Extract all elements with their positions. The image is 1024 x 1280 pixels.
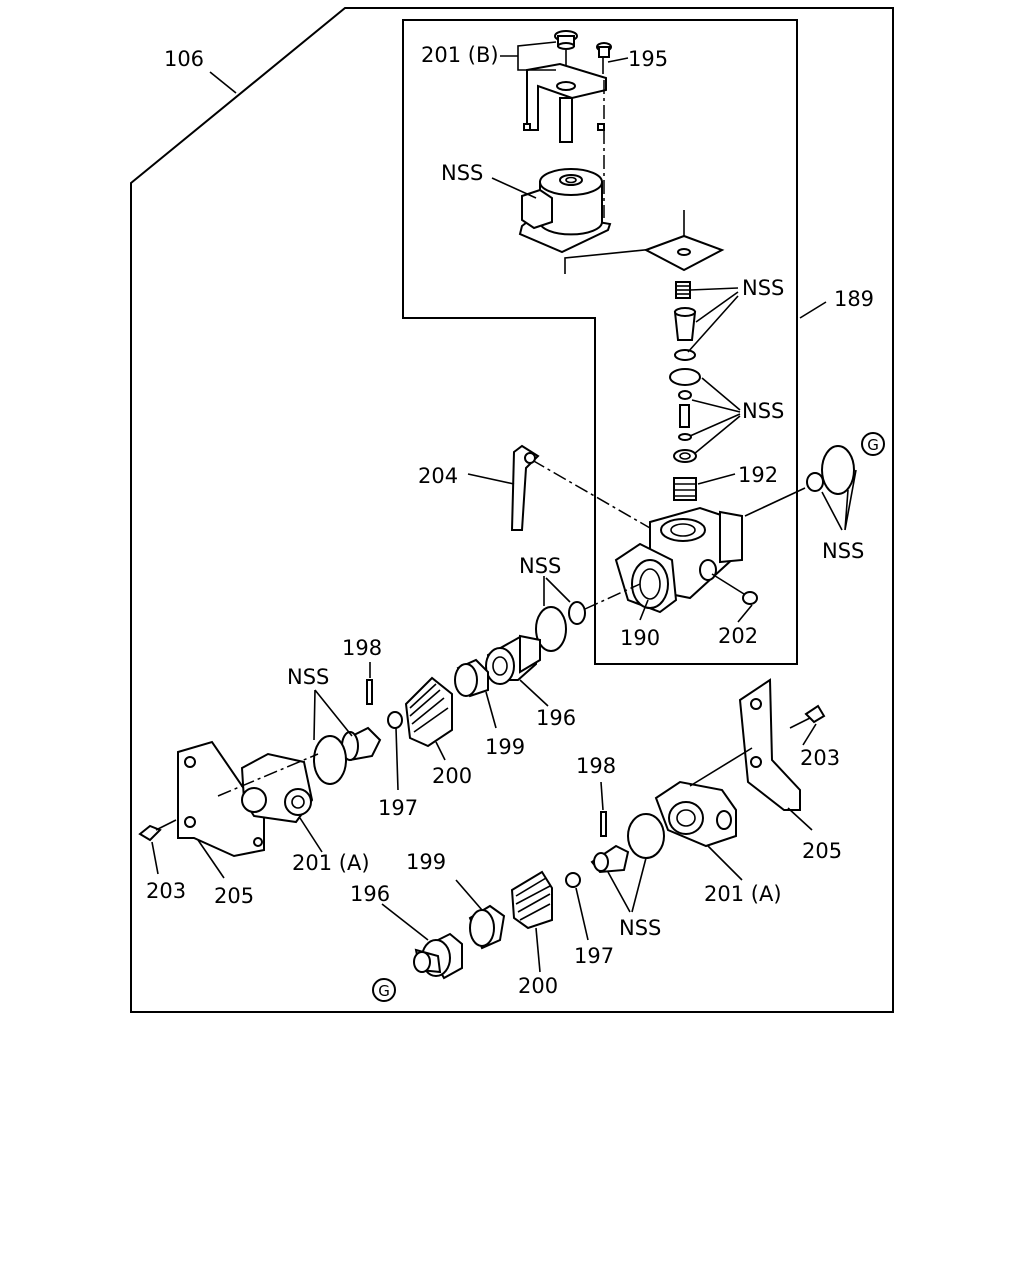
upper-shaft-part-group <box>313 634 541 785</box>
callout-190: 190 <box>620 626 660 650</box>
valve-stack-part-group <box>643 234 725 501</box>
callout-195: 195 <box>628 47 668 71</box>
callout-201b: 201 (B) <box>421 43 499 67</box>
callout-198-lower: 198 <box>576 754 616 778</box>
callout-200-lower: 200 <box>518 974 558 998</box>
outer-assembly-frame <box>130 7 894 1013</box>
lever-part <box>510 444 540 531</box>
callout-204: 204 <box>418 464 458 488</box>
connection-marker <box>861 432 885 456</box>
callout-199-lower: 199 <box>406 850 446 874</box>
oring-part <box>821 445 855 495</box>
callout-202: 202 <box>718 624 758 648</box>
callout-198-upper: 198 <box>342 636 382 660</box>
frame-label-outer: 106 <box>164 47 204 71</box>
valve-body-part-group <box>531 459 806 614</box>
callout-nss-upper: NSS <box>742 276 784 300</box>
callout-196-lower: 196 <box>350 882 390 906</box>
callout-nss-right: NSS <box>822 539 864 563</box>
callout-nss-solenoid: NSS <box>441 161 483 185</box>
connection-marker <box>372 978 396 1002</box>
callout-192: 192 <box>738 463 778 487</box>
callout-197-lower: 197 <box>574 944 614 968</box>
callout-nss-lower: NSS <box>619 916 661 940</box>
connection-marker-label: G <box>867 436 879 454</box>
callout-nss-oring: NSS <box>519 554 561 578</box>
inner-assembly-frame <box>402 19 798 665</box>
oring-part <box>806 472 824 492</box>
callout-201a-right: 201 (A) <box>704 882 782 906</box>
callout-203-left: 203 <box>146 879 186 903</box>
callout-197-upper: 197 <box>378 796 418 820</box>
right-housing-part-group <box>654 678 826 848</box>
callout-nss-middle: NSS <box>742 399 784 423</box>
callout-205-left: 205 <box>214 884 254 908</box>
callout-200-upper: 200 <box>432 764 472 788</box>
left-housing-part-group <box>138 740 319 858</box>
callout-205-right: 205 <box>802 839 842 863</box>
lower-shaft-part-group <box>413 811 665 980</box>
callout-196-upper: 196 <box>536 706 576 730</box>
callout-203-right: 203 <box>800 746 840 770</box>
callout-201a-left: 201 (A) <box>292 851 370 875</box>
callout-199-upper: 199 <box>485 735 525 759</box>
connection-marker-label: G <box>378 982 390 1000</box>
leader-lines <box>151 41 857 973</box>
callout-nss-left: NSS <box>287 665 329 689</box>
frame-label-inner: 189 <box>834 287 874 311</box>
solenoid-part-group <box>518 30 685 274</box>
oring-part <box>568 601 586 625</box>
oring-part <box>535 606 567 652</box>
